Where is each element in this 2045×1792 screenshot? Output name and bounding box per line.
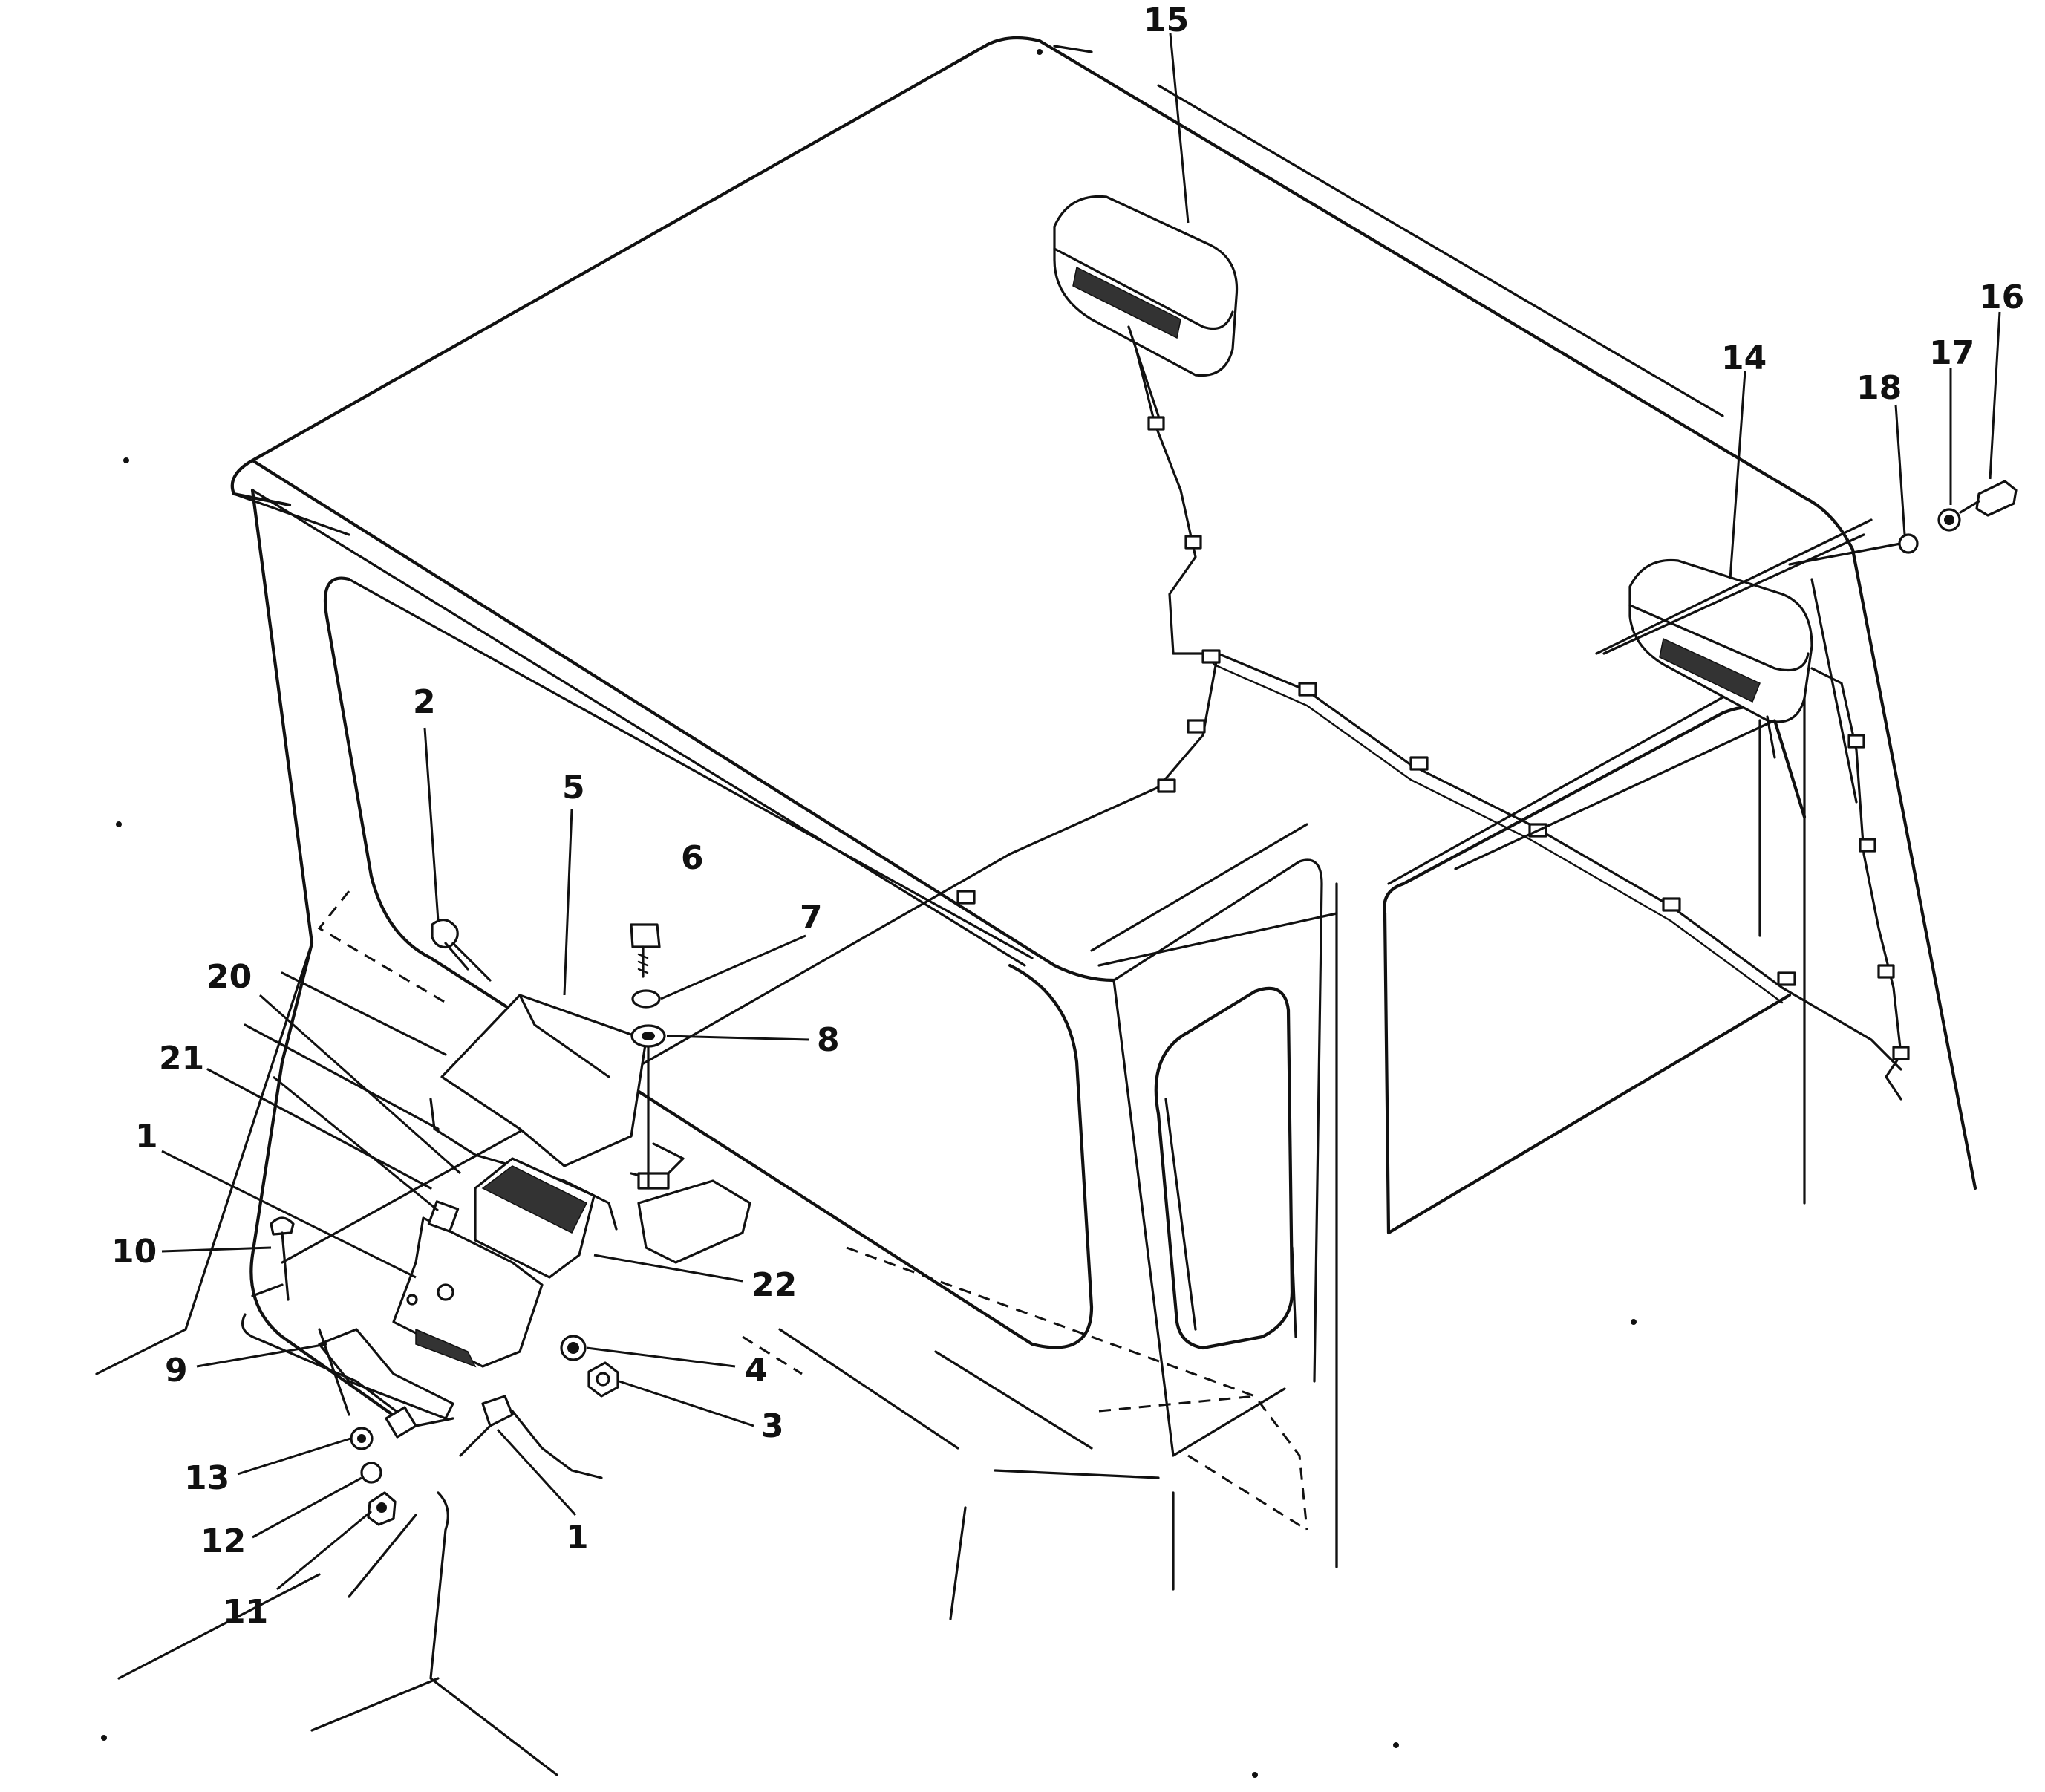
callout-2: 2 bbox=[413, 683, 436, 721]
callout-5: 5 bbox=[562, 769, 585, 807]
bolt-16 bbox=[1959, 480, 2018, 517]
leader-lines bbox=[161, 33, 2001, 1591]
bracket-assembly bbox=[241, 919, 751, 1526]
callout-22: 22 bbox=[751, 1266, 797, 1304]
callout-15: 15 bbox=[1144, 1, 1189, 39]
callout-labels: 15 16 17 14 18 2 5 6 7 8 20 21 1 10 22 4… bbox=[111, 1, 2024, 1631]
callout-9: 9 bbox=[165, 1352, 188, 1389]
lockwasher-17 bbox=[1937, 508, 1961, 532]
cab-body bbox=[95, 36, 1977, 1778]
callout-1-upper: 1 bbox=[135, 1118, 158, 1156]
callout-8: 8 bbox=[817, 1021, 840, 1059]
callout-21: 21 bbox=[159, 1040, 204, 1078]
work-lamp-rear bbox=[1628, 558, 1813, 937]
callout-20: 20 bbox=[206, 958, 252, 996]
callout-12: 12 bbox=[200, 1522, 246, 1560]
washer-18 bbox=[1898, 533, 1919, 554]
callout-14: 14 bbox=[1721, 339, 1767, 377]
wiring-harness bbox=[281, 348, 1910, 1264]
callout-3: 3 bbox=[761, 1407, 784, 1445]
callout-16: 16 bbox=[1979, 278, 2024, 316]
callout-1-lower: 1 bbox=[566, 1519, 589, 1557]
callout-7: 7 bbox=[800, 899, 823, 936]
callout-6: 6 bbox=[681, 839, 704, 877]
callout-17: 17 bbox=[1929, 334, 1974, 372]
callout-13: 13 bbox=[184, 1459, 229, 1497]
callout-10: 10 bbox=[111, 1233, 157, 1271]
callout-11: 11 bbox=[223, 1593, 268, 1631]
mounting-lines bbox=[1454, 518, 1910, 870]
work-lamp-front bbox=[1053, 195, 1239, 417]
callout-18: 18 bbox=[1856, 369, 1902, 407]
callout-4: 4 bbox=[745, 1352, 768, 1389]
